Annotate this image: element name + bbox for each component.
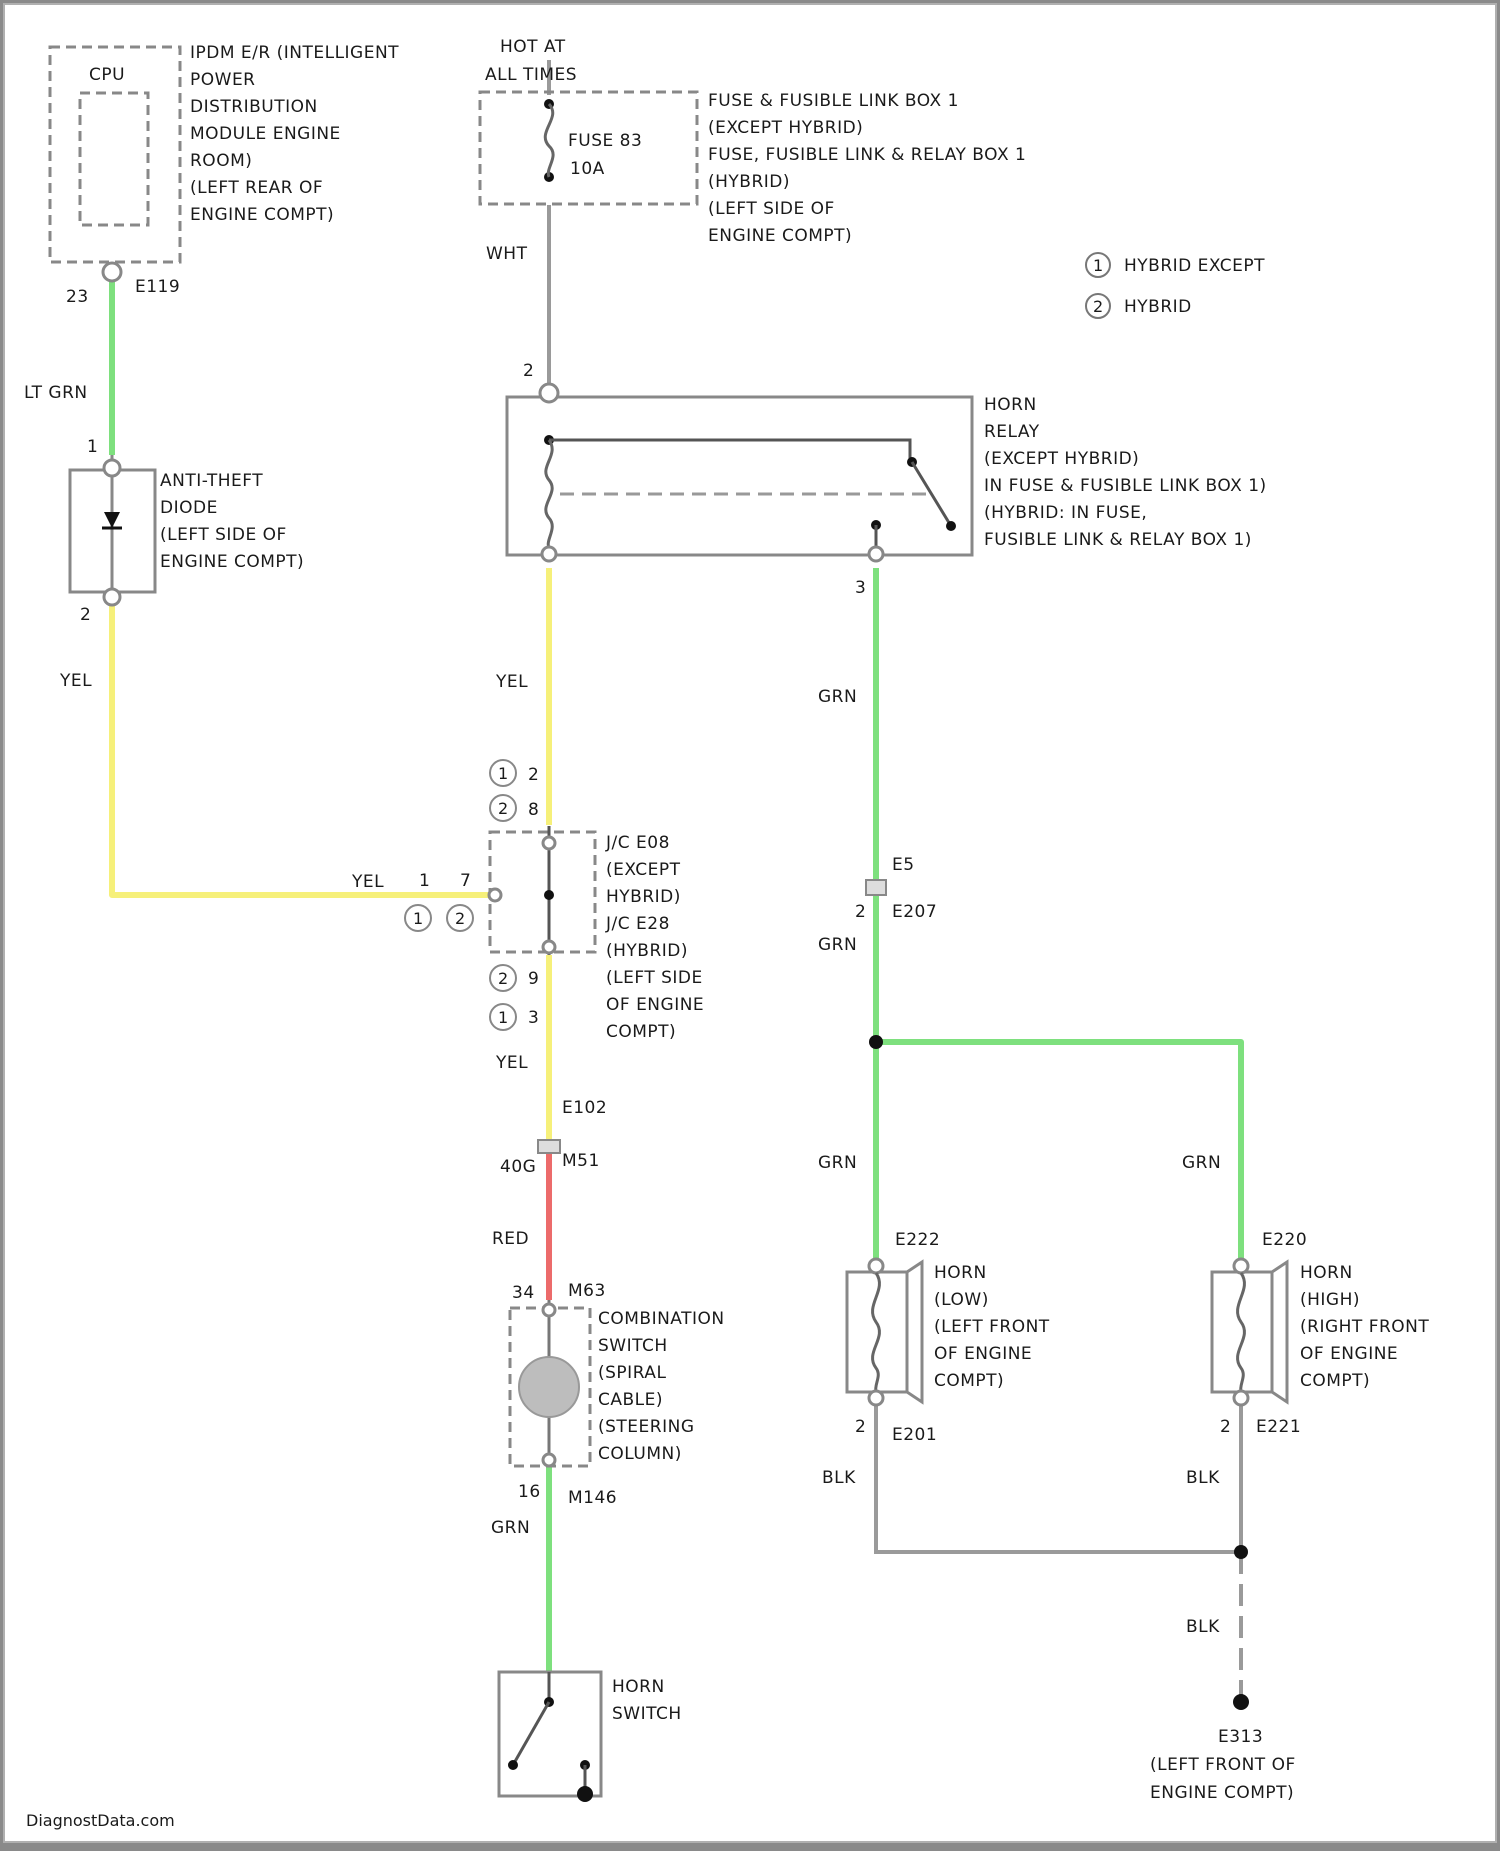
wire-label-yel-horiz: YEL — [351, 872, 384, 892]
watermark: DiagnostData.com — [26, 1811, 175, 1830]
svg-text:M51: M51 — [562, 1151, 600, 1171]
svg-text:E5: E5 — [892, 855, 915, 875]
svg-text:34: 34 — [512, 1283, 535, 1303]
svg-text:1: 1 — [498, 1008, 508, 1027]
svg-text:8: 8 — [528, 800, 539, 820]
diagram-page — [4, 4, 1496, 1842]
svg-text:M63: M63 — [568, 1281, 606, 1301]
wire-label-grn-switch: GRN — [491, 1518, 530, 1538]
wire-label-yel-lower: YEL — [495, 1053, 528, 1073]
ipdm-cpu-label: CPU — [89, 65, 125, 85]
wire-label-grn-low: GRN — [818, 1153, 857, 1173]
svg-text:7: 7 — [460, 871, 471, 891]
svg-text:2: 2 — [528, 765, 539, 785]
svg-text:2: 2 — [855, 1417, 866, 1437]
wire-label-red: RED — [492, 1229, 529, 1249]
svg-text:2: 2 — [1093, 297, 1103, 316]
svg-text:3: 3 — [855, 578, 866, 598]
svg-text:1: 1 — [498, 764, 508, 783]
svg-text:2: 2 — [1220, 1417, 1231, 1437]
wire-label-yel-left: YEL — [59, 671, 92, 691]
svg-text:2: 2 — [455, 909, 465, 928]
wire-label-yel-relay: YEL — [495, 672, 528, 692]
svg-text:9: 9 — [528, 969, 539, 989]
ipdm-pin: 23 — [66, 287, 89, 307]
svg-text:2: 2 — [498, 969, 508, 988]
svg-text:M146: M146 — [568, 1488, 617, 1508]
svg-text:16: 16 — [518, 1482, 541, 1502]
splice-blk — [1234, 1545, 1248, 1559]
svg-text:1: 1 — [413, 909, 423, 928]
ipdm-connector: E119 — [135, 277, 180, 297]
wire-label-grn-high: GRN — [1182, 1153, 1221, 1173]
wire-label-ltgrn: LT GRN — [24, 383, 88, 403]
svg-text:HYBRID: HYBRID — [1124, 297, 1192, 317]
svg-text:1: 1 — [419, 871, 430, 891]
svg-text:E207: E207 — [892, 902, 937, 922]
wire-label-blk-low: BLK — [822, 1468, 856, 1488]
svg-text:2: 2 — [855, 902, 866, 922]
wire-label-grn-e207: GRN — [818, 935, 857, 955]
svg-text:2: 2 — [80, 605, 91, 625]
svg-text:3: 3 — [528, 1008, 539, 1028]
svg-text:E102: E102 — [562, 1098, 607, 1118]
svg-text:2: 2 — [523, 361, 534, 381]
svg-text:E201: E201 — [892, 1425, 937, 1445]
wire-label-blk-ground: BLK — [1186, 1617, 1220, 1637]
svg-text:40G: 40G — [500, 1157, 536, 1177]
splice-grn — [869, 1035, 883, 1049]
svg-text:1: 1 — [87, 437, 98, 457]
svg-text:E220: E220 — [1262, 1230, 1307, 1250]
wire-label-wht: WHT — [486, 244, 528, 264]
wire-label-grn-relay: GRN — [818, 687, 857, 707]
wire-label-blk-high: BLK — [1186, 1468, 1220, 1488]
svg-text:E222: E222 — [895, 1230, 940, 1250]
svg-text:2: 2 — [498, 799, 508, 818]
svg-text:1: 1 — [1093, 256, 1103, 275]
svg-text:E221: E221 — [1256, 1417, 1301, 1437]
svg-text:HYBRID EXCEPT: HYBRID EXCEPT — [1124, 256, 1265, 276]
